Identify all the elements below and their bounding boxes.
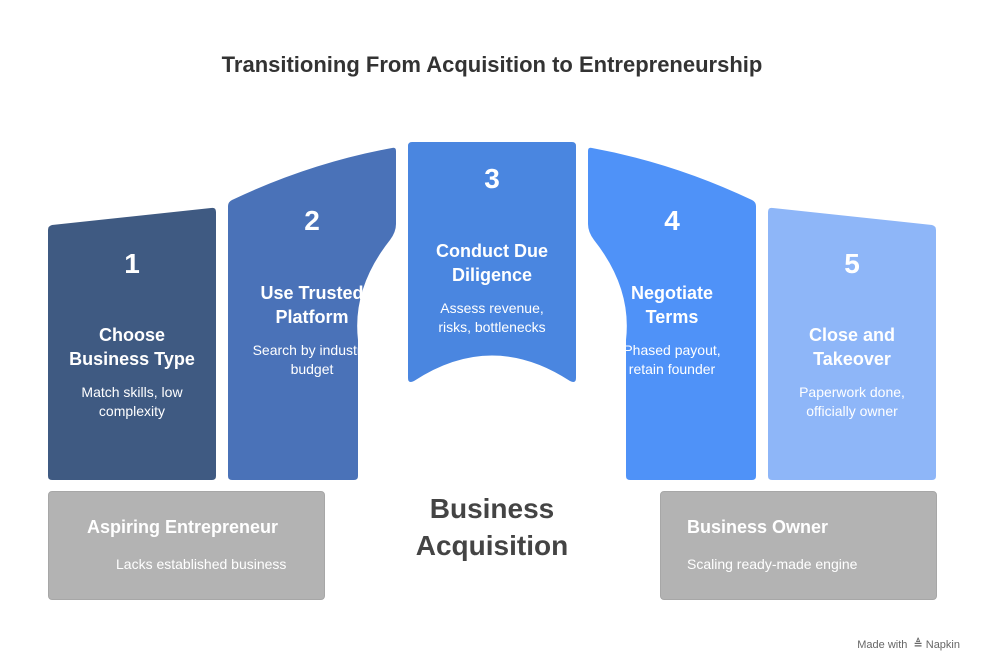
step-1-title-line1: Choose: [98, 325, 165, 345]
step-2-title: Use Trusted Platform: [228, 281, 396, 329]
step-1-number: 1: [124, 248, 140, 279]
step-3-desc-line1: Assess revenue,: [440, 300, 544, 316]
napkin-logo-icon: ≜: [913, 639, 923, 651]
end-state-desc: Scaling ready-made engine: [687, 556, 858, 572]
step-2-number: 2: [304, 205, 320, 236]
step-1-title: Choose Business Type: [48, 323, 216, 371]
end-state-title: Business Owner: [687, 517, 829, 537]
step-5-title-line2: Takeover: [813, 349, 891, 369]
step-3-shape: [408, 142, 576, 382]
step-5-title-line1: Close and: [808, 325, 896, 345]
made-with-text: Made with: [857, 639, 908, 651]
step-2-desc-line1: Search by industry,: [252, 342, 372, 358]
step-4-desc-line2: retain founder: [628, 361, 716, 377]
step-3-desc-line2: risks, bottlenecks: [438, 319, 546, 335]
step-1-desc: Match skills, low complexity: [48, 383, 216, 421]
step-4-number: 4: [664, 205, 680, 236]
step-3-desc: Assess revenue, risks, bottlenecks: [408, 299, 576, 337]
start-state-box: Aspiring Entrepreneur Lacks established …: [48, 491, 325, 600]
step-5-number: 5: [844, 248, 860, 279]
end-state-box: Business Owner Scaling ready-made engine: [660, 491, 937, 600]
step-3-title-line1: Conduct Due: [436, 241, 548, 261]
step-4-desc: Phased payout, retain founder: [588, 341, 756, 379]
step-3-title: Conduct Due Diligence: [408, 239, 576, 287]
step-2-desc-line2: budget: [290, 361, 334, 377]
start-state-title: Aspiring Entrepreneur: [87, 517, 279, 537]
step-5-desc-line1: Paperwork done,: [799, 384, 905, 400]
diagram-title: Transitioning From Acquisition to Entrep…: [221, 52, 763, 77]
step-2-title-line1: Use Trusted: [260, 283, 364, 303]
step-2-title-line2: Platform: [275, 307, 349, 327]
napkin-brand: Napkin: [925, 639, 960, 651]
step-2-desc: Search by industry, budget: [228, 341, 396, 379]
step-4-title-line2: Terms: [645, 307, 699, 327]
step-3-title-line2: Diligence: [451, 265, 533, 285]
step-3-number: 3: [484, 163, 500, 194]
step-1-title-line2: Business Type: [69, 349, 195, 369]
step-1-desc-line1: Match skills, low: [81, 384, 183, 400]
step-1-desc-line2: complexity: [98, 403, 166, 419]
center-label-line2: Acquisition: [415, 530, 569, 561]
step-1-shape: [48, 207, 216, 481]
step-2-shape: [228, 147, 396, 481]
step-5-shape: [768, 207, 936, 481]
step-4-desc-line1: Phased payout,: [623, 342, 721, 358]
center-label: Business Acquisition: [370, 490, 614, 564]
step-4-title-line1: Negotiate: [630, 283, 713, 303]
step-4-shape: [588, 147, 756, 481]
step-4-title: Negotiate Terms: [588, 281, 756, 329]
step-5-title: Close and Takeover: [768, 323, 936, 371]
footer: Made with ≜ Napkin: [857, 638, 960, 651]
step-5-desc: Paperwork done, officially owner: [768, 383, 936, 421]
start-state-desc: Lacks established business: [116, 556, 287, 572]
step-5-desc-line2: officially owner: [806, 403, 898, 419]
center-label-line1: Business: [429, 493, 555, 524]
